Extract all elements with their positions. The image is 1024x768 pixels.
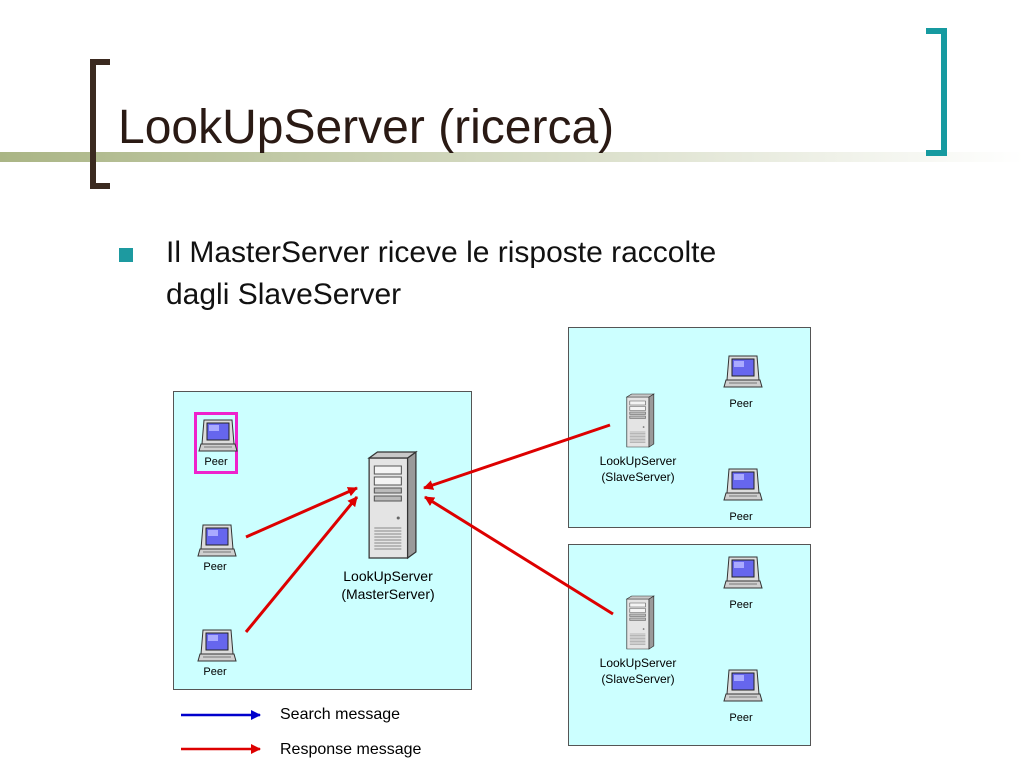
slave-server-label-line2: (SlaveServer) xyxy=(601,470,675,484)
peer-label: Peer xyxy=(729,511,753,523)
peer-label: Peer xyxy=(729,398,753,410)
slave-server-label-top: LookUpServer (SlaveServer) xyxy=(578,453,698,485)
server-icon xyxy=(367,450,418,560)
response-arrow xyxy=(244,496,359,633)
slave-network-box-bottom xyxy=(568,544,811,746)
computer-icon xyxy=(198,419,238,452)
peer-highlight xyxy=(194,412,238,474)
slave-server-label-bottom: LookUpServer (SlaveServer) xyxy=(578,655,698,687)
computer-icon xyxy=(723,556,763,589)
slave-server-label-line1: LookUpServer xyxy=(599,454,677,468)
master-server-label: LookUpServer (MasterServer) xyxy=(318,567,458,603)
master-server-label-line1: LookUpServer xyxy=(343,568,433,584)
peer-label: Peer xyxy=(729,712,753,724)
left-bracket xyxy=(90,59,110,189)
server-icon xyxy=(625,595,655,650)
slave-network-box-top xyxy=(568,327,811,528)
slave-server-label-line1: LookUpServer xyxy=(599,656,677,670)
slave-server-label-line2: (SlaveServer) xyxy=(601,672,675,686)
peer-label: Peer xyxy=(729,599,753,611)
server-icon xyxy=(625,393,655,448)
response-arrow xyxy=(245,486,358,539)
peer-label: Peer xyxy=(204,456,228,468)
title-rule xyxy=(0,152,1024,162)
legend-response-label: Response message xyxy=(280,741,422,758)
bullet-text: Il MasterServer riceve le risposte racco… xyxy=(166,236,717,311)
right-bracket xyxy=(926,28,947,156)
peer-label: Peer xyxy=(203,561,227,573)
legend-search-label: Search message xyxy=(280,706,401,723)
computer-icon xyxy=(723,669,763,702)
bullet-square-icon xyxy=(119,248,133,262)
computer-icon xyxy=(197,524,237,557)
computer-icon xyxy=(197,629,237,662)
response-arrow xyxy=(423,423,611,490)
master-server-label-line2: (MasterServer) xyxy=(341,586,435,602)
peer-label: Peer xyxy=(203,666,227,678)
computer-icon xyxy=(723,355,763,388)
computer-icon xyxy=(723,468,763,501)
response-arrow xyxy=(424,495,614,616)
slide-title: LookUpServer (ricerca) xyxy=(118,101,615,154)
